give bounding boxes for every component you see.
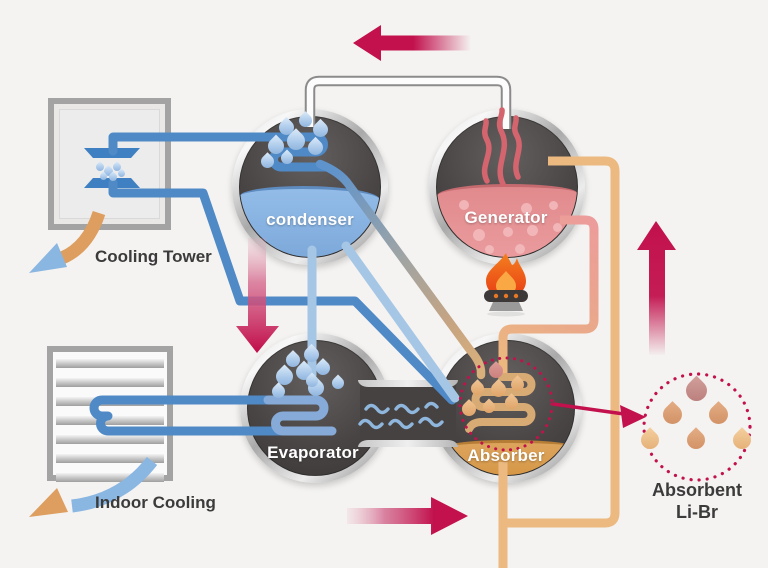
louver-icon	[56, 416, 164, 425]
louver-icon	[56, 359, 164, 368]
condenser-label: condenser	[266, 210, 354, 229]
evaporator-label: Evaporator	[267, 443, 359, 462]
louver-icon	[56, 435, 164, 444]
flow-arrow-bottom	[347, 497, 468, 535]
flow-arrow-top	[353, 25, 471, 61]
absorbent-drop-icon	[659, 401, 686, 428]
cooling-tower-box	[48, 98, 171, 230]
louver-icon	[56, 473, 164, 482]
louver-icon	[56, 397, 164, 406]
bubble-icon	[503, 227, 513, 237]
neck-edge	[358, 440, 458, 447]
flow-arrow-up	[637, 221, 676, 355]
indoor-unit-box	[47, 346, 173, 482]
absorbent-label-line2: Li-Br	[676, 502, 718, 522]
absorbent-label: Absorbent Li-Br	[627, 479, 767, 523]
burner-icon	[484, 290, 528, 317]
generator-vessel	[429, 109, 585, 265]
absorbent-drop-icon	[683, 427, 709, 453]
absorbent-label-line1: Absorbent	[652, 480, 742, 500]
bubble-icon	[485, 245, 494, 254]
generator-label: Generator	[464, 208, 548, 227]
absorber-label: Absorber	[467, 446, 545, 465]
bubble-icon	[473, 229, 485, 241]
absorbent-drop-icon	[681, 375, 712, 406]
vessel-neck	[358, 380, 458, 447]
cooling-tower-inner	[59, 109, 160, 219]
absorbent-drop-icon	[637, 427, 663, 453]
absorbent-drop-icon	[705, 401, 732, 428]
bubble-icon	[515, 244, 525, 254]
louver-icon	[56, 378, 164, 387]
cooling-tower-label: Cooling Tower	[95, 247, 212, 266]
absorbent-drop-icon	[729, 427, 755, 453]
condenser-vessel	[232, 109, 388, 265]
neck-edge	[358, 380, 458, 387]
louver-icon	[56, 454, 164, 463]
indoor-cooling-label: Indoor Cooling	[95, 493, 216, 512]
